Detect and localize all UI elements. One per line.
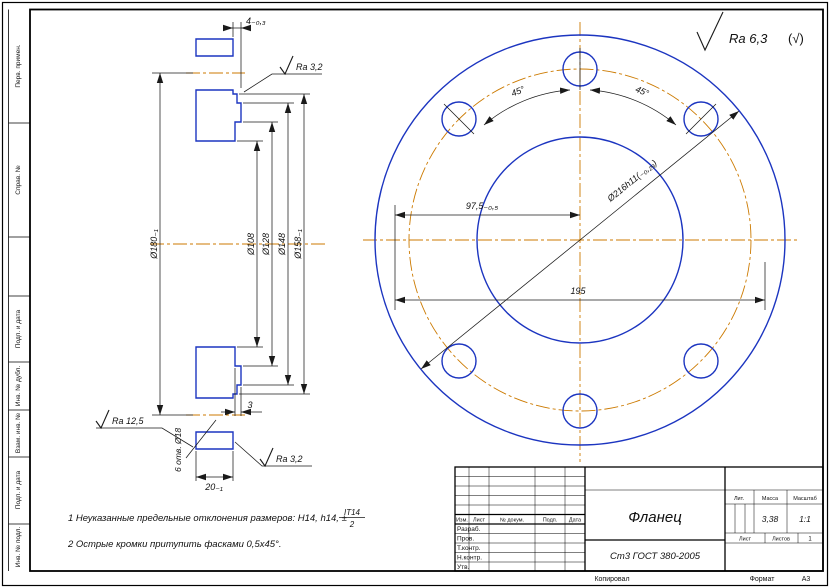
dim-thickness-20: 20₋₁: [195, 451, 234, 492]
dim-975-label: 97,5₋₀,₅: [466, 201, 499, 211]
dim-counterbore-128: Ø128: [243, 121, 278, 367]
general-roughness-ref: (√): [788, 31, 804, 46]
tb-role-razrab: Разраб.: [457, 525, 481, 533]
sheet-label: Лист: [739, 537, 751, 543]
tb-header-doc: № докум.: [500, 518, 525, 524]
margin-label-podp-data-2: Подп. и дата: [15, 470, 22, 509]
dim-20-label: 20₋₁: [204, 482, 223, 492]
flange-outer-circle: [374, 34, 786, 446]
dim-recess-3: 3: [221, 368, 262, 416]
dim-step-4: 4₋₀,₃: [223, 16, 266, 88]
sheets-value: 1: [808, 537, 812, 543]
dim-216-label: Ø216h11(₋₀,₂₉): [605, 158, 659, 204]
roughness-bl-label: Ra 12,5: [112, 416, 145, 426]
section-view: 4₋₀,₃ Ø180₋₁ Ø108 Ø128 Ø148: [95, 16, 326, 492]
tb-header-izm: Изм.: [456, 518, 468, 524]
roughness-check-icon: [279, 55, 294, 76]
note-line-2: 2 Острые кромки притупить фасками 0,5х45…: [67, 539, 282, 550]
tb-header-list: Лист: [473, 518, 485, 524]
dim-bore-108: Ø108: [237, 140, 263, 348]
title-block: Изм. Лист № докум. Подп. Дата Разраб. Пр…: [454, 466, 824, 572]
tb-role-utv: Утв.: [457, 564, 470, 571]
format-value: А3: [802, 576, 811, 583]
tb-role-tkontr: Т.контр.: [457, 545, 481, 552]
note-line-1: 1 Неуказанные предельные отклонения разм…: [68, 513, 347, 524]
margin-label-perv-primen: Перв. примен.: [15, 44, 22, 87]
scale-label: Масштаб: [793, 496, 817, 502]
holes-callout: 6 отв. Ø18: [173, 419, 217, 472]
lit-label: Лит.: [734, 496, 745, 502]
margin-label-podp-data-1: Подп. и дата: [15, 309, 22, 348]
dim-128-label: Ø128: [261, 233, 271, 256]
dim-bolt-circle-180: Ø180₋₁: [149, 72, 193, 416]
roughness-check-icon: [259, 447, 274, 468]
margin-label-inv-dubl: Инв. № дубл.: [14, 366, 22, 406]
format-label: Формат: [750, 576, 776, 583]
section-bottom-rim: [195, 431, 234, 450]
note-frac-denominator: 2: [349, 520, 355, 529]
tb-role-prov: Пров.: [457, 536, 474, 543]
roughness-top-label: Ra 3,2: [296, 62, 323, 72]
dim-108-label: Ø108: [246, 233, 256, 256]
scale-value: 1:1: [799, 514, 811, 524]
roughness-section-bottom-right: Ra 3,2: [234, 441, 312, 468]
sheets-label: Листов: [772, 537, 790, 543]
bolt-hole: [562, 393, 598, 429]
dim-angle-left-label: 45°: [510, 84, 527, 99]
margin-label-inv-podl: Инв. № подл.: [15, 527, 22, 568]
dim-half-width-975: 97,5₋₀,₅: [394, 201, 580, 310]
general-roughness-value: Ra 6,3: [729, 31, 768, 46]
dim-rim-158: Ø158₋₁: [239, 93, 310, 395]
tb-role-nkontr: Н.контр.: [457, 555, 482, 562]
dim-195-label: 195: [570, 286, 586, 296]
section-lower-body: [195, 346, 242, 399]
dim-boss-148: Ø148: [243, 102, 294, 386]
part-name: Фланец: [628, 509, 682, 526]
front-view: 45° 45° 97,5₋₀,₅ 195 Ø216h11(₋₀,₂₉): [363, 22, 798, 462]
holes-callout-label: 6 отв. Ø18: [173, 428, 183, 472]
margin-label-vzam-inv: Взам. инв. №: [15, 413, 22, 453]
roughness-check-icon: [95, 409, 110, 430]
dim-148-label: Ø148: [277, 233, 287, 256]
roughness-br-label: Ra 3,2: [276, 454, 303, 464]
dim-angle-right-label: 45°: [634, 84, 651, 99]
dim-180-label: Ø180₋₁: [149, 229, 159, 260]
mass-value: 3,38: [762, 514, 779, 524]
section-upper-body: [195, 89, 242, 142]
tb-header-podp: Подп.: [543, 518, 558, 524]
note-frac-numerator: IT14: [344, 508, 361, 517]
dim-158-label: Ø158₋₁: [293, 229, 303, 260]
roughness-check-icon: [696, 11, 724, 52]
margin-label-sprav: Справ. №: [15, 165, 22, 195]
section-top-rim: [195, 38, 234, 57]
roughness-section-bottom-left: Ra 12,5: [95, 409, 194, 448]
general-roughness-mark: Ra 6,3 (√): [696, 11, 804, 52]
dim-3-label: 3: [247, 400, 252, 410]
material: Ст3 ГОСТ 380-2005: [610, 551, 701, 562]
tb-header-data: Дата: [569, 518, 582, 524]
dim-step-4-label: 4₋₀,₃: [246, 16, 266, 26]
mass-label: Масса: [762, 496, 779, 502]
copied-label: Копировал: [594, 576, 629, 583]
technical-notes: 1 Неуказанные предельные отклонения разм…: [67, 508, 365, 550]
roughness-section-top: Ra 3,2: [243, 55, 323, 93]
